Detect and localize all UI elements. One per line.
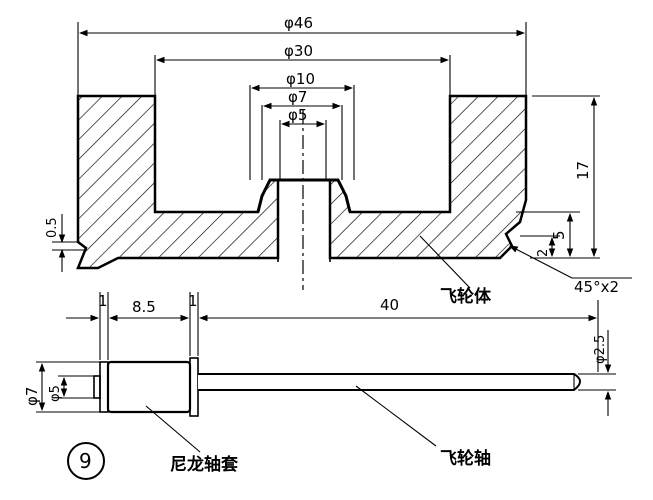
flywheel-right-section [328, 94, 528, 260]
flywheel-body-label: 飞轮体 [440, 286, 492, 307]
flywheel-left-section [76, 94, 280, 270]
phi30-label: φ30 [284, 42, 313, 60]
phi7-label: φ7 [288, 88, 307, 106]
phi10-label: φ10 [286, 70, 315, 88]
sleeve-inner-left [93, 375, 101, 399]
shaft-label-group: 飞轮轴 [355, 385, 491, 469]
h5-label: 5 [550, 230, 568, 240]
height-5-dimension: 5 [516, 211, 580, 258]
phi10-dimension: φ10 [250, 70, 354, 92]
phi5-label: φ5 [288, 106, 307, 124]
height-2-dimension: 2 [520, 235, 560, 258]
h2-label: 2 [536, 249, 551, 257]
phi46-label: φ46 [284, 14, 313, 32]
height-17-dimension: 17 [530, 95, 600, 259]
flywheel-label-group: 飞轮体 [419, 235, 492, 307]
chamfer-label: 45°x2 [574, 278, 619, 296]
shaft-top-dimensions: 1 8.5 1 40 [66, 292, 599, 372]
hub-profile [256, 178, 352, 213]
w85-label: 8.5 [132, 298, 156, 316]
phi46-dimension: φ46 [78, 14, 526, 37]
flywheel-extension-lines [77, 22, 527, 180]
height-05-dimension: 0.5 [45, 214, 86, 272]
shaft-assembly [93, 357, 581, 417]
sleeve-flange-right [189, 357, 199, 417]
len40-label: 40 [380, 296, 399, 314]
h05-label: 0.5 [45, 217, 60, 238]
sleeve-flange-left [99, 361, 109, 413]
chamfer-callout: 45°x2 [509, 245, 632, 296]
figure-number-label: 9 [79, 449, 92, 473]
phi30-dimension: φ30 [155, 42, 450, 64]
sleeve-label-group: 尼龙轴套 [145, 405, 239, 475]
sleeve-diameter-dimensions: φ7 φ5 [23, 361, 100, 413]
figure-number: 9 [67, 442, 105, 480]
sleeve-phi7-label: φ7 [23, 387, 41, 406]
sleeve-phi5-label: φ5 [48, 385, 63, 402]
phi7-dimension: φ7 [262, 88, 342, 110]
w1b-label: 1 [188, 292, 198, 310]
h17-label: 17 [574, 161, 592, 180]
phi5-dimension: φ5 [280, 106, 326, 128]
w1a-label: 1 [98, 292, 108, 310]
nylon-sleeve-label: 尼龙轴套 [170, 454, 239, 475]
nylon-sleeve [106, 360, 192, 414]
phi25-dimension: φ2.5 [578, 330, 616, 416]
phi25-label: φ2.5 [593, 335, 608, 364]
flywheel-shaft [198, 373, 581, 391]
flywheel-body [76, 94, 528, 290]
flywheel-shaft-label: 飞轮轴 [440, 448, 491, 469]
